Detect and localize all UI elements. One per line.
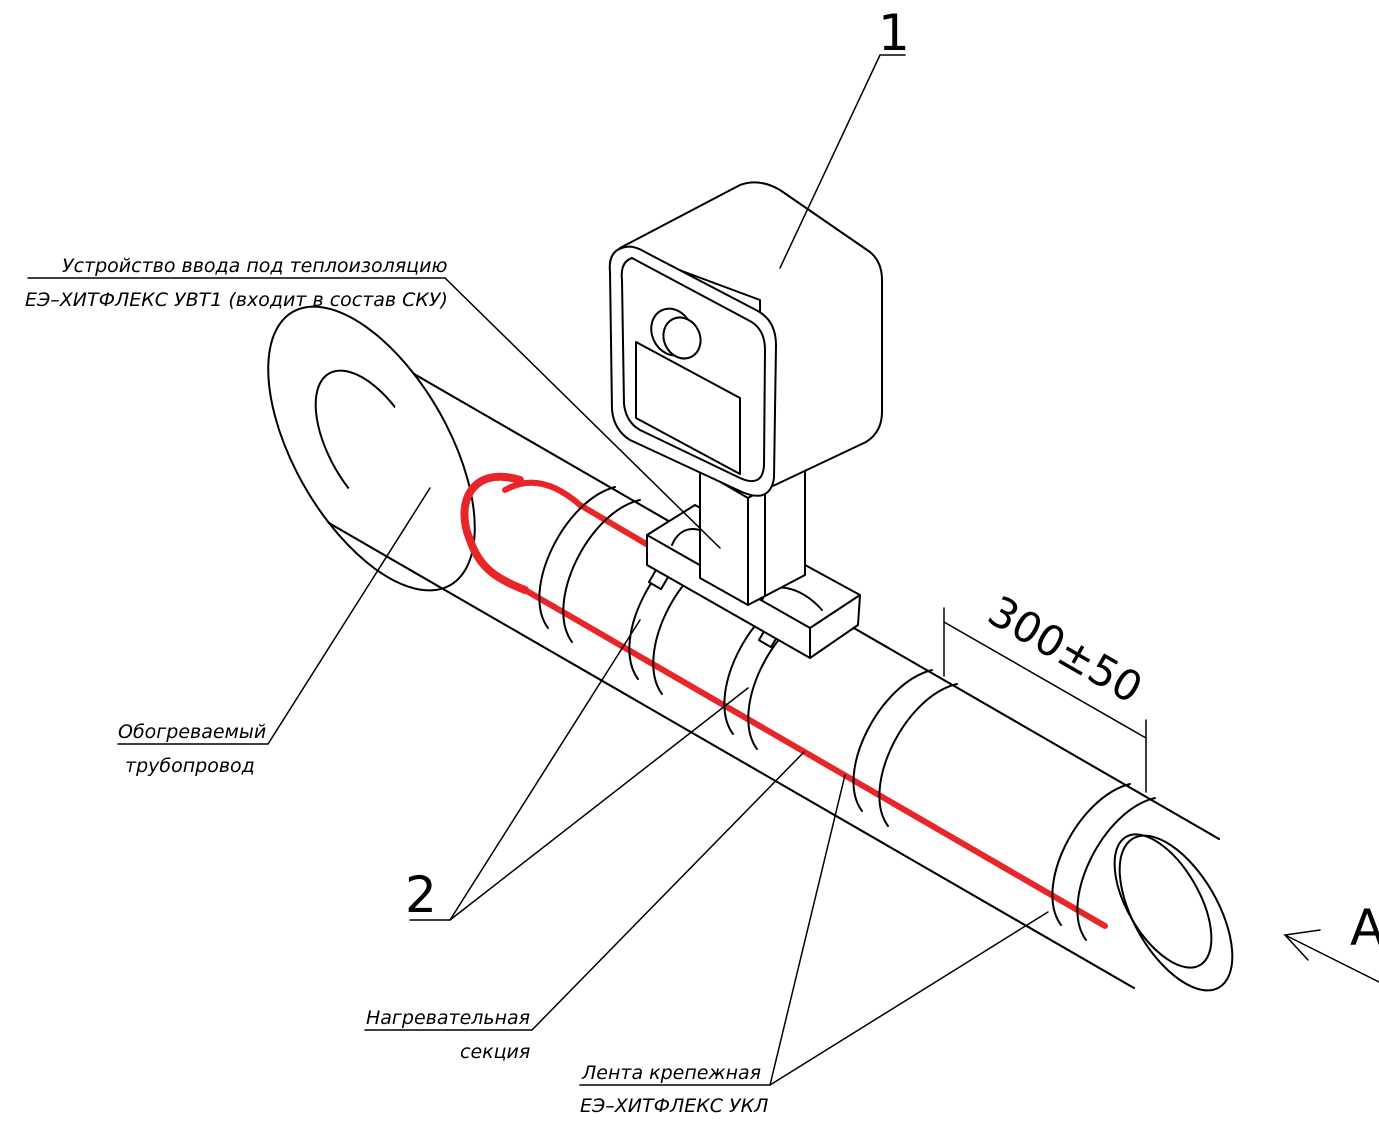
- entry-device-label-2: ЕЭ–ХИТФЛЕКС УВТ1 (входит в состав СКУ): [25, 289, 448, 311]
- view-arrow-label: A: [1350, 899, 1379, 957]
- labels: 1 2 A Устройство ввода под теплоизоляцию…: [25, 4, 1379, 1117]
- entry-device: [646, 465, 861, 659]
- heating-section: [460, 472, 1108, 929]
- callout-2: 2: [405, 866, 437, 924]
- heated-pipe: [267, 305, 1234, 992]
- pipe-label-1: Обогреваемый: [118, 721, 266, 743]
- tape-band: [1051, 783, 1156, 941]
- tape-band: [538, 486, 641, 643]
- entry-device-label-1: Устройство ввода под теплоизоляцию: [62, 255, 447, 277]
- pipe-label-2: трубопровод: [125, 755, 255, 777]
- heater-label-1: Нагревательная: [366, 1007, 530, 1029]
- pipe-right-end: [1118, 834, 1234, 992]
- tape-band: [852, 669, 958, 827]
- dimension-value: 300±50: [980, 586, 1151, 713]
- leaders: [27, 54, 1379, 1086]
- tape-label-1: Лента крепежная: [581, 1062, 761, 1084]
- callout-1: 1: [878, 4, 910, 62]
- heater-label-2: секция: [460, 1041, 530, 1063]
- heating-cable-lower: [522, 587, 1108, 929]
- heating-cable-loop: [460, 472, 529, 594]
- display-window: [635, 341, 741, 475]
- tape-label-2: ЕЭ–ХИТФЛЕКС УКЛ: [580, 1095, 768, 1117]
- control-box: [608, 181, 883, 497]
- pipe-right-end-inner: [1113, 833, 1213, 969]
- heating-cable-upper: [502, 479, 651, 548]
